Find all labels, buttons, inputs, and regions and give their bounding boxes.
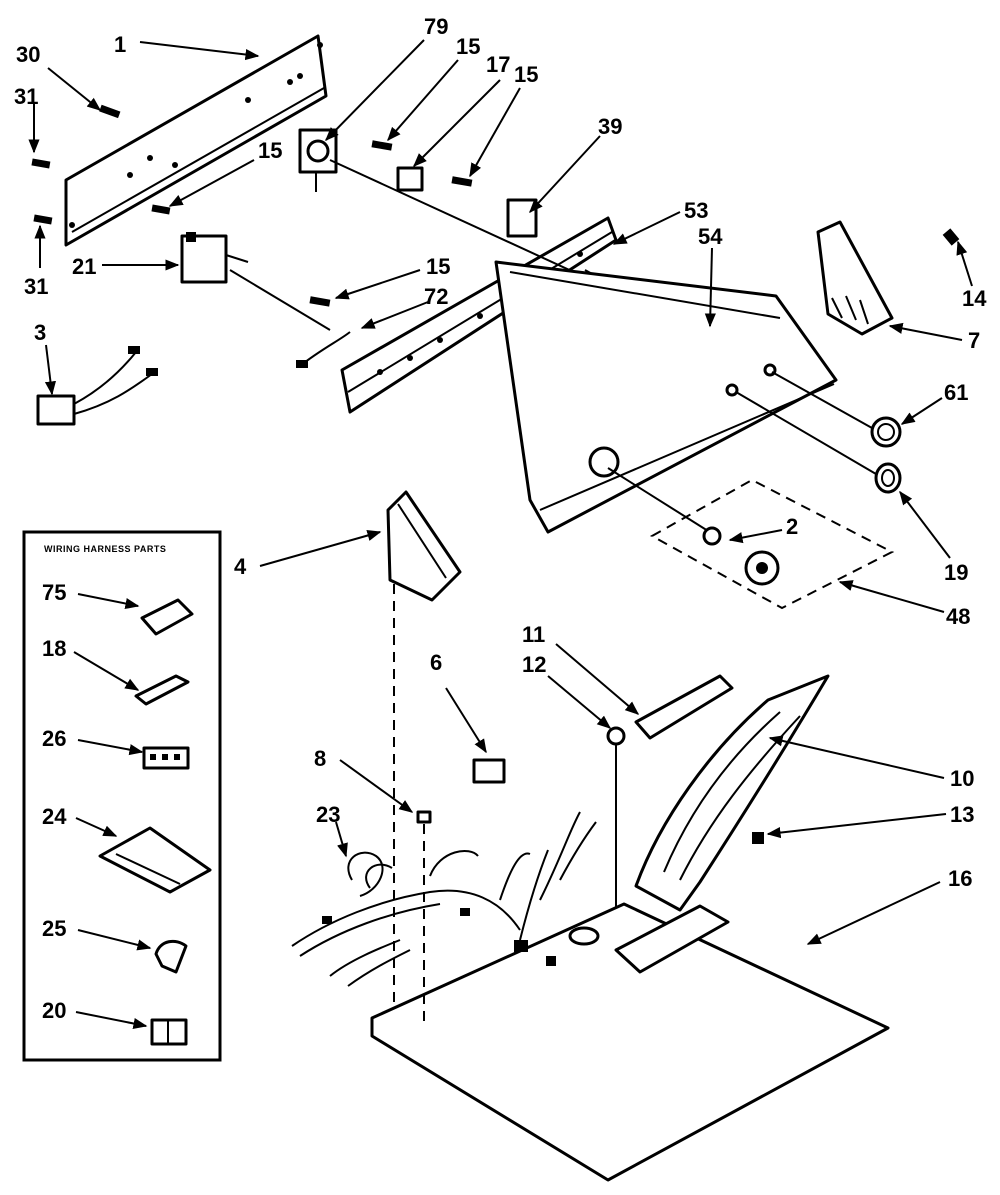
part-17-block: [396, 166, 424, 192]
label-19: 19: [944, 560, 968, 585]
label-15-c: 15: [258, 138, 282, 163]
label-48: 48: [946, 604, 970, 629]
part-6-connector: [472, 758, 506, 784]
leader-arrows: [28, 39, 973, 1030]
screw-15-b: [371, 140, 393, 151]
label-1: 1: [114, 32, 126, 57]
label-15-b: 15: [514, 62, 538, 87]
screw-14: [942, 228, 960, 246]
label-2: 2: [786, 514, 798, 539]
label-4: 4: [234, 554, 247, 579]
label-39: 39: [598, 114, 622, 139]
screw-15-d: [309, 296, 331, 307]
backguard-53-54: [494, 260, 838, 534]
switch-21: [180, 232, 249, 284]
label-21: 21: [72, 254, 96, 279]
label-14: 14: [962, 286, 987, 311]
screw-12: [606, 726, 626, 746]
label-25: 25: [42, 916, 66, 941]
end-cap-7: [816, 220, 894, 336]
clip-25: [154, 939, 188, 974]
timer-79: [298, 128, 338, 192]
clip-8: [416, 810, 432, 824]
screw-13: [752, 832, 764, 844]
screw-15-c: [451, 176, 473, 187]
label-16: 16: [948, 866, 972, 891]
label-26: 26: [42, 726, 66, 751]
label-15-d: 15: [426, 254, 450, 279]
label-61: 61: [944, 380, 968, 405]
knob-2: [702, 526, 722, 546]
bracket-4: [386, 490, 462, 1025]
label-10: 10: [950, 766, 974, 791]
knob-61: [870, 416, 902, 448]
label-11: 11: [522, 622, 545, 647]
lint-duct-10: [634, 674, 830, 912]
part-39-bracket: [506, 198, 538, 238]
screw-31-lower: [33, 214, 53, 225]
connector-26: [142, 746, 190, 770]
label-3: 3: [34, 320, 46, 345]
screw-15-a: [151, 204, 171, 215]
label-8: 8: [314, 746, 326, 771]
wire-harness-23: [291, 811, 597, 987]
harness-box-title: WIRING HARNESS PARTS: [44, 544, 166, 554]
label-30: 30: [16, 42, 40, 67]
label-12: 12: [522, 652, 546, 677]
label-75: 75: [42, 580, 66, 605]
label-24: 24: [42, 804, 67, 829]
label-20: 20: [42, 998, 66, 1023]
console-panel: [64, 34, 328, 247]
label-31-lower: 31: [24, 274, 48, 299]
label-13: 13: [950, 802, 974, 827]
connector-3: [36, 346, 158, 426]
label-17: 17: [486, 52, 510, 77]
connector-20: [150, 1018, 188, 1046]
label-53: 53: [684, 198, 708, 223]
lint-cover-11: [634, 674, 734, 740]
screw-30: [99, 104, 121, 119]
wiring-harness-parts-box: WIRING HARNESS PARTS: [22, 530, 222, 1062]
label-31-upper: 31: [14, 84, 38, 109]
screw-31-upper: [31, 158, 51, 169]
label-7: 7: [968, 328, 980, 353]
label-18: 18: [42, 636, 66, 661]
callout-labels: 1 30 31 31 3 21 79 15 17 15 15 15 72 39 …: [14, 14, 987, 1023]
label-6: 6: [430, 650, 442, 675]
label-72: 72: [424, 284, 448, 309]
terminal-18: [134, 674, 190, 706]
knob-48: [744, 550, 780, 586]
label-54: 54: [698, 224, 723, 249]
terminal-75: [140, 598, 194, 636]
knob-19: [874, 462, 902, 494]
top-panel-16: [370, 902, 890, 1182]
label-79: 79: [424, 14, 448, 39]
label-15-a: 15: [456, 34, 480, 59]
label-23: 23: [316, 802, 340, 827]
connector-24: [98, 826, 212, 894]
